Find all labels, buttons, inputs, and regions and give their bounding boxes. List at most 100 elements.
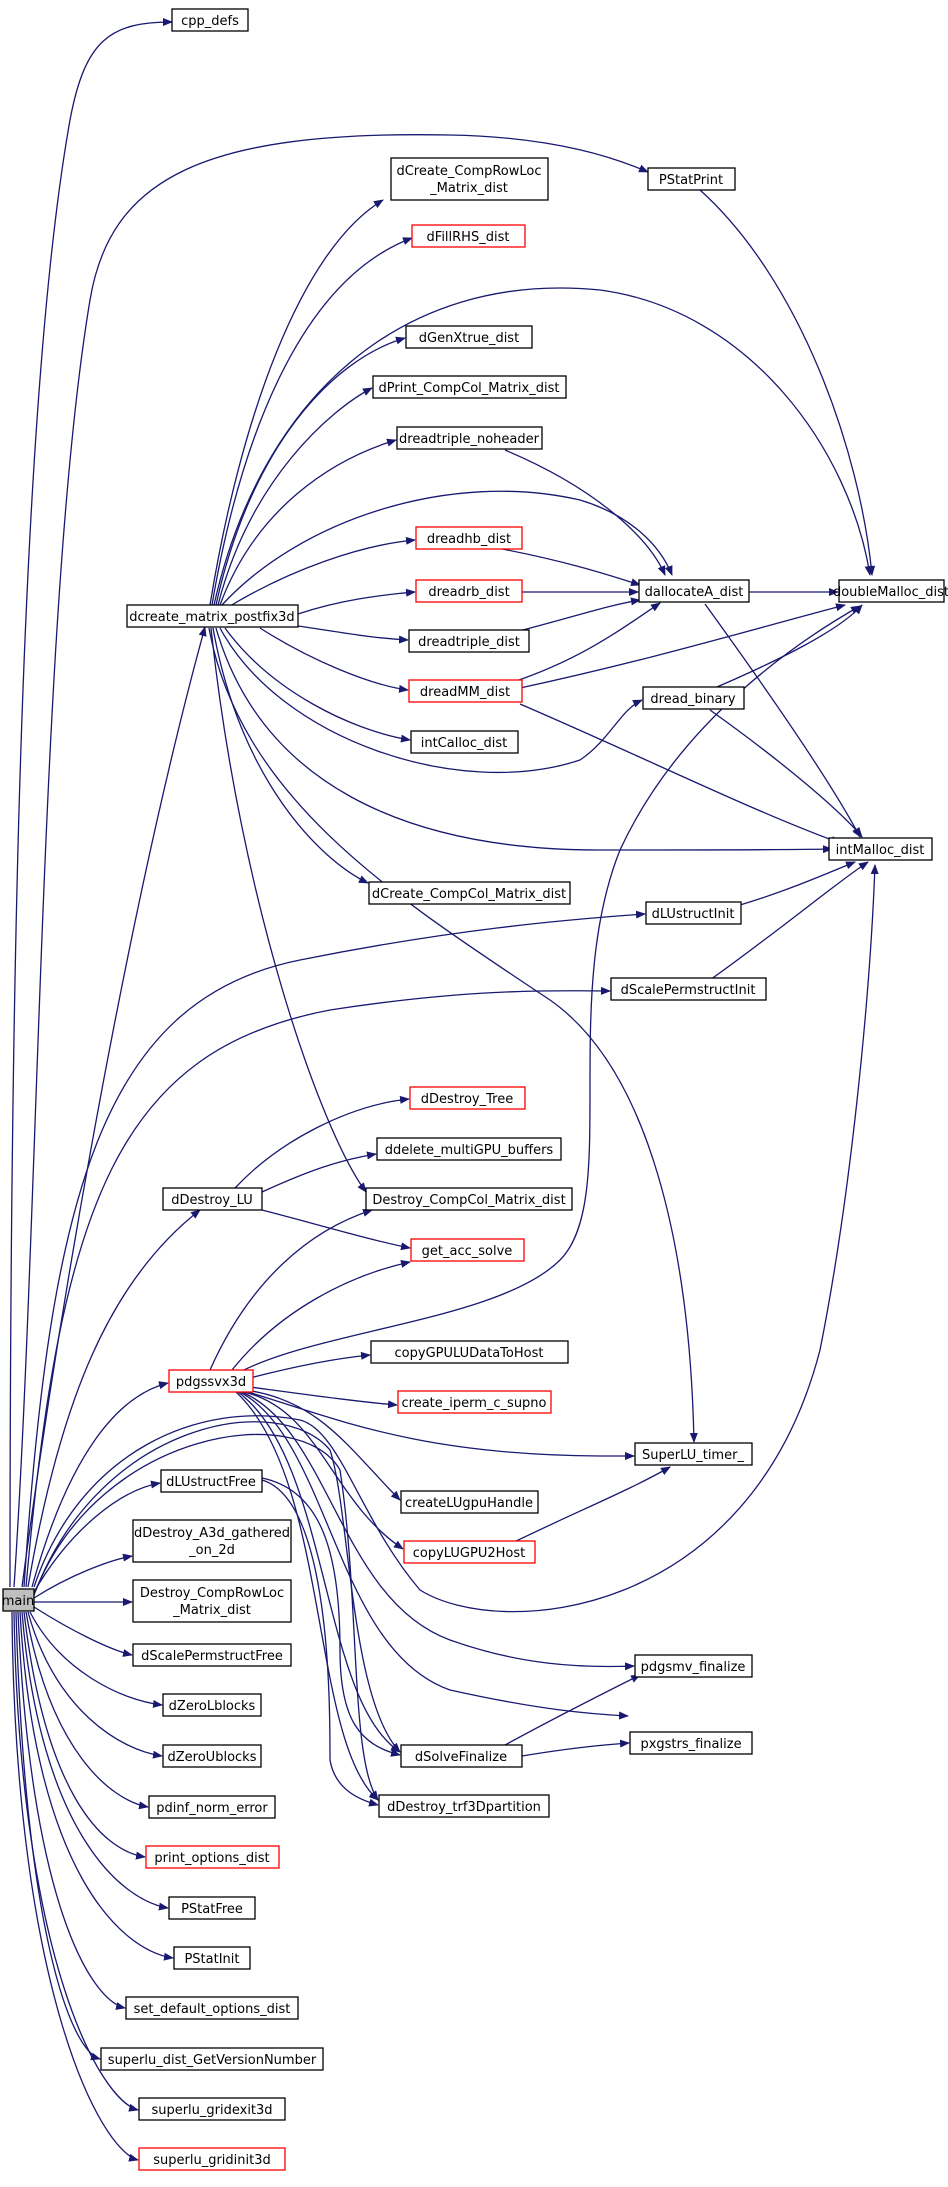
edge-dcmp-dreadtriple (297, 625, 409, 644)
edge-main-dlustructfree (33, 1480, 161, 1593)
edge-dcmp-dreadrb (297, 588, 416, 615)
edge-dreadmm-dallocatea (509, 602, 661, 684)
edge-dcmp-destroy-compcol (210, 627, 367, 1193)
edge-pdgssvx3d-destroy-compcol (209, 1208, 373, 1371)
svg-text:SuperLU_timer_: SuperLU_timer_ (642, 1448, 744, 1463)
svg-text:set_default_options_dist: set_default_options_dist (134, 2002, 291, 2017)
node-intcalloc-dist[interactable]: intCalloc_dist (410, 730, 519, 754)
svg-text:dcreate_matrix_postfix3d: dcreate_matrix_postfix3d (129, 610, 294, 625)
edge-dcmp-dreadhb (229, 536, 416, 607)
edge-dreadhb-dallocatea (496, 547, 641, 587)
node-ddelete-multigpu-buffers[interactable]: ddelete_multiGPU_buffers (376, 1137, 562, 1161)
node-destroy-compcol-matrix-dist[interactable]: Destroy_CompCol_Matrix_dist (365, 1187, 573, 1211)
node-cpp-defs[interactable]: cpp_defs (171, 8, 249, 32)
edge-dcmp-dprint-compcol (217, 387, 373, 606)
node-superlu-gridexit3d[interactable]: superlu_gridexit3d (138, 2097, 286, 2121)
node-pstatinit[interactable]: PStatInit (173, 1946, 251, 1970)
svg-text:doubleMalloc_dist: doubleMalloc_dist (833, 585, 948, 600)
edge-pdgssvx3d-create-iperm (249, 1386, 398, 1409)
node-superlu-dist-getversionnumber[interactable]: superlu_dist_GetVersionNumber (100, 2047, 324, 2071)
edge-dcmp-dcreate-comprowloc (209, 199, 384, 606)
node-superlu-timer[interactable]: SuperLU_timer_ (634, 1442, 753, 1466)
edge-pdgssvx3d-createlugpuhandle (244, 1389, 401, 1501)
svg-text:_on_2d: _on_2d (188, 1543, 235, 1558)
svg-text:dZeroUblocks: dZeroUblocks (168, 1750, 257, 1765)
node-dcreate-matrix-postfix3d[interactable]: dcreate_matrix_postfix3d (126, 604, 299, 628)
svg-text:PStatInit: PStatInit (184, 1952, 239, 1967)
node-dallocatea-dist[interactable]: dallocateA_dist (638, 579, 750, 603)
edge-main-dsolvefinalize (33, 1421, 401, 1753)
node-pstatfree[interactable]: PStatFree (168, 1896, 256, 1920)
node-intmalloc-dist[interactable]: intMalloc_dist (828, 837, 933, 861)
svg-text:superlu_gridexit3d: superlu_gridexit3d (151, 2103, 272, 2118)
node-dcreate-compcol-matrix-dist[interactable]: dCreate_CompCol_Matrix_dist (368, 881, 571, 905)
node-dreadmm-dist[interactable]: dreadMM_dist (408, 679, 523, 703)
edge-main-cpp-defs (9, 18, 173, 1588)
node-superlu-gridinit3d[interactable]: superlu_gridinit3d (138, 2147, 286, 2171)
node-dcreate-comprowloc-matrix-dist[interactable]: dCreate_CompRowLoc _Matrix_dist (390, 157, 549, 201)
node-pstatprint[interactable]: PStatPrint (647, 167, 736, 191)
svg-text:dZeroLblocks: dZeroLblocks (169, 1699, 256, 1714)
node-dzerolblocks[interactable]: dZeroLblocks (162, 1693, 262, 1717)
node-destroy-comprowloc-matrix-dist[interactable]: Destroy_CompRowLoc _Matrix_dist (132, 1579, 292, 1623)
svg-text:dLUstructInit: dLUstructInit (652, 907, 735, 922)
node-dreadrb-dist[interactable]: dreadrb_dist (415, 579, 523, 603)
node-create-iperm-c-supno[interactable]: create_iperm_c_supno (397, 1390, 552, 1414)
svg-text:dreadrb_dist: dreadrb_dist (428, 585, 509, 600)
node-dlustructinit[interactable]: dLUstructInit (645, 901, 742, 925)
node-dzeroublocks[interactable]: dZeroUblocks (162, 1744, 262, 1768)
node-pdgssvx3d[interactable]: pdgssvx3d (168, 1369, 254, 1393)
svg-text:dreadhb_dist: dreadhb_dist (427, 532, 511, 547)
edge-dlustructfree-dsolvefinalize (261, 1477, 401, 1757)
edge-main-pstatfree (21, 1611, 169, 1911)
svg-text:dDestroy_LU: dDestroy_LU (171, 1193, 252, 1208)
node-ddestroy-a3d-gathered-on-2d[interactable]: dDestroy_A3d_gathered _on_2d (132, 1519, 292, 1563)
node-pxgstrs-finalize[interactable]: pxgstrs_finalize (629, 1731, 753, 1755)
edge-main-dscalepermstructinit (25, 986, 611, 1588)
node-dprint-compcol-matrix-dist[interactable]: dPrint_CompCol_Matrix_dist (372, 375, 567, 399)
node-ddestroy-lu[interactable]: dDestroy_LU (162, 1187, 263, 1211)
svg-text:_Matrix_dist: _Matrix_dist (429, 181, 508, 196)
edge-pdgssvx3d-superlu-timer (247, 1391, 635, 1461)
node-pdgsmv-finalize[interactable]: pdgsmv_finalize (634, 1654, 753, 1678)
node-pdinf-norm-error[interactable]: pdinf_norm_error (148, 1795, 276, 1819)
edge-dcmp-intmalloc (215, 627, 833, 854)
svg-text:Destroy_CompRowLoc: Destroy_CompRowLoc (140, 1586, 284, 1601)
node-createlugpuhandle[interactable]: createLUgpuHandle (400, 1490, 539, 1514)
node-print-options-dist[interactable]: print_options_dist (145, 1845, 280, 1869)
edge-main-pdgssvx3d (31, 1381, 169, 1588)
edge-pstatprint-doublemalloc (699, 189, 876, 576)
node-main[interactable]: main (2, 1588, 35, 1612)
node-dread-binary[interactable]: dread_binary (642, 686, 745, 710)
node-dreadtriple-dist[interactable]: dreadtriple_dist (408, 629, 530, 653)
node-doublemalloc-dist[interactable]: doubleMalloc_dist (833, 579, 948, 603)
svg-text:dreadtriple_noheader: dreadtriple_noheader (399, 432, 540, 447)
node-set-default-options-dist[interactable]: set_default_options_dist (125, 1996, 299, 2020)
node-dlustructfree[interactable]: dLUstructFree (160, 1469, 263, 1493)
node-dscalepermstructfree[interactable]: dScalePermstructFree (132, 1643, 292, 1667)
edge-pdgssvx3d-ddestroy-trf3d (235, 1391, 379, 1801)
edge-main-pstatprint (13, 134, 649, 1588)
edge-dreadtriple-noheader-dallocatea (504, 449, 666, 576)
svg-text:dLUstructFree: dLUstructFree (166, 1475, 256, 1490)
node-dsolvefinalize[interactable]: dSolveFinalize (400, 1744, 523, 1768)
node-dgenxtrue-dist[interactable]: dGenXtrue_dist (405, 325, 533, 349)
svg-text:print_options_dist: print_options_dist (154, 1851, 269, 1866)
svg-text:dDestroy_A3d_gathered: dDestroy_A3d_gathered (134, 1526, 290, 1541)
node-ddestroy-tree[interactable]: dDestroy_Tree (409, 1086, 526, 1110)
svg-text:copyGPULUDataToHost: copyGPULUDataToHost (395, 1346, 544, 1361)
svg-text:dreadMM_dist: dreadMM_dist (420, 685, 510, 700)
svg-text:superlu_gridinit3d: superlu_gridinit3d (153, 2153, 271, 2168)
svg-text:superlu_dist_GetVersionNumber: superlu_dist_GetVersionNumber (108, 2053, 317, 2068)
edge-main-pdinf-norm-error (25, 1611, 149, 1810)
node-ddestroy-trf3dpartition[interactable]: dDestroy_trf3Dpartition (378, 1794, 550, 1818)
edge-dreadmm-intmalloc (519, 703, 841, 844)
node-dreadhb-dist[interactable]: dreadhb_dist (415, 526, 523, 550)
node-dreadtriple-noheader[interactable]: dreadtriple_noheader (396, 426, 543, 450)
node-copylugpu2host[interactable]: copyLUGPU2Host (403, 1540, 536, 1564)
node-dscalepermstructinit[interactable]: dScalePermstructInit (610, 977, 767, 1001)
node-get-acc-solve[interactable]: get_acc_solve (410, 1238, 525, 1262)
node-dfillrhs-dist[interactable]: dFillRHS_dist (411, 224, 526, 248)
node-copygpuludatatohost[interactable]: copyGPULUDataToHost (370, 1340, 569, 1364)
svg-text:get_acc_solve: get_acc_solve (422, 1244, 513, 1259)
